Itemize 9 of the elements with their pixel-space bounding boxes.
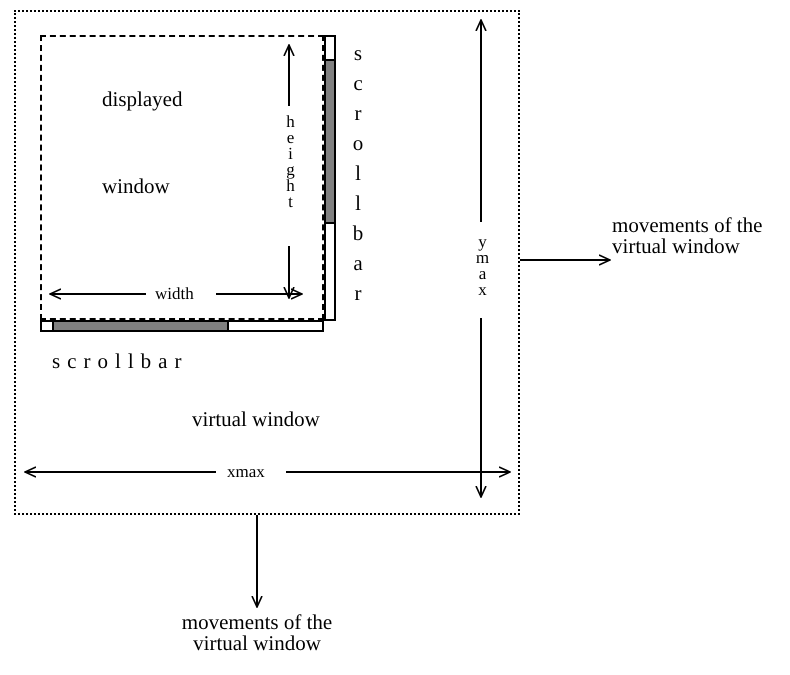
caption-text: movements of the virtual window bbox=[612, 215, 764, 257]
arrow bbox=[251, 515, 263, 608]
dimension-label: width bbox=[155, 285, 194, 302]
scrollbar-label: scrollbar bbox=[52, 350, 188, 372]
window-label: displayed window bbox=[102, 86, 184, 200]
window-label: virtual window bbox=[192, 408, 320, 430]
caption-text: movements of the virtual window bbox=[180, 612, 334, 654]
arrow bbox=[520, 254, 611, 266]
scrollbar-label: scrollbar bbox=[348, 41, 368, 311]
